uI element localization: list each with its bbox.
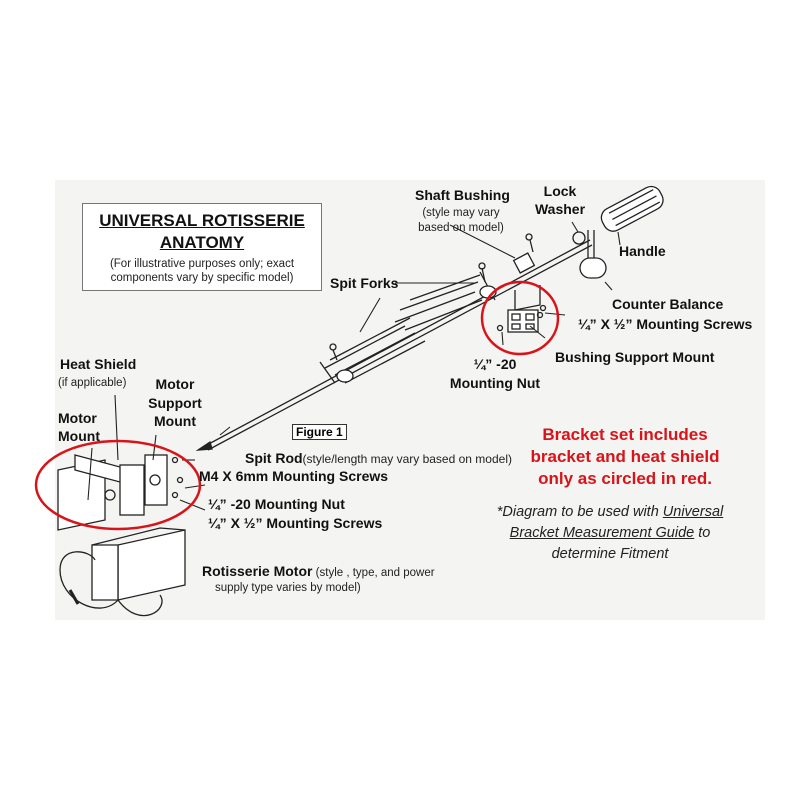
label-bushing-screws: ¼” X ½” Mounting Screws: [578, 316, 753, 332]
label-spit-forks: Spit Forks: [330, 275, 399, 291]
label-motor-support-3: Mount: [154, 413, 196, 429]
spit-fork-left-drawing: [319, 317, 426, 384]
label-nut-top-1: ¼” -20: [473, 356, 517, 372]
label-motor-nut: ¼” -20 Mounting Nut: [208, 496, 345, 512]
label-motor-support-1: Motor: [155, 376, 195, 392]
label-motor-group: Rotisserie Motor (style , type, and powe…: [202, 563, 435, 581]
guide-note-mid: to: [694, 525, 711, 541]
guide-note: *Diagram to be used with Universal Brack…: [470, 502, 750, 565]
label-motor-mount-1: Motor: [58, 410, 97, 426]
title-subtitle-2: components vary by specific model): [110, 272, 294, 284]
guide-note-post: determine Fitment: [551, 546, 669, 562]
label-motor: Rotisserie Motor: [202, 563, 313, 579]
label-lock: Lock: [543, 183, 577, 199]
label-shaft-bushing-sub1: (style may vary: [422, 207, 500, 219]
label-spit-rod-group: Spit Rod(style/length may vary based on …: [245, 450, 512, 468]
guide-link-1: Universal: [662, 504, 724, 520]
figure-label: Figure 1: [292, 424, 347, 440]
label-bushing-support-mount: Bushing Support Mount: [555, 349, 715, 365]
label-spit-rod: Spit Rod: [245, 450, 303, 466]
label-m4-screws: M4 X 6mm Mounting Screws: [199, 468, 389, 484]
label-shaft-bushing: Shaft Bushing: [415, 187, 510, 203]
guide-note-pre: *Diagram to be used with: [496, 504, 663, 520]
guide-link-2: Bracket Measurement Guide: [509, 525, 695, 541]
label-shaft-bushing-sub2: based on model): [418, 222, 504, 234]
label-spit-rod-sub: (style/length may vary based on model): [302, 452, 512, 466]
label-heat-shield-sub: (if applicable): [58, 377, 127, 389]
bracket-set-note: Bracket set includes bracket and heat sh…: [500, 424, 750, 490]
spit-rod-drawing: [195, 239, 593, 451]
title-line-2: ANATOMY: [159, 233, 245, 252]
rotisserie-motor-drawing: [59, 527, 186, 617]
label-counter-balance: Counter Balance: [612, 296, 724, 312]
bushing-bracket-highlight-circle: [480, 280, 560, 356]
label-motor-sub2: supply type varies by model): [215, 582, 361, 594]
title-subtitle-1: (For illustrative purposes only; exact: [109, 258, 295, 270]
bracket-note-line-2: bracket and heat shield: [530, 447, 720, 466]
motor-bracket-highlight-circle: [34, 439, 202, 531]
title-box: UNIVERSAL ROTISSERIE ANATOMY (For illust…: [82, 203, 322, 291]
label-nut-top-2: Mounting Nut: [449, 375, 541, 391]
label-washer: Washer: [534, 201, 586, 217]
label-motor-sub1: (style , type, and power: [312, 567, 435, 579]
label-handle: Handle: [619, 243, 666, 259]
lock-washer-drawing: [572, 231, 586, 245]
bracket-note-line-1: Bracket set includes: [542, 425, 708, 444]
counter-balance-drawing: [579, 230, 607, 279]
title-line-1: UNIVERSAL ROTISSERIE: [99, 211, 305, 230]
label-motor-support-2: Support: [148, 395, 202, 411]
bracket-note-line-3: only as circled in red.: [538, 469, 712, 488]
motor-mount-drawing: [57, 454, 184, 531]
label-motor-mount-2: Mount: [58, 428, 100, 444]
bushing-support-mount-drawing: [496, 285, 547, 333]
label-heat-shield: Heat Shield: [60, 356, 137, 372]
label-motor-screws: ¼” X ½” Mounting Screws: [208, 515, 383, 531]
handle-drawing: [600, 185, 664, 232]
